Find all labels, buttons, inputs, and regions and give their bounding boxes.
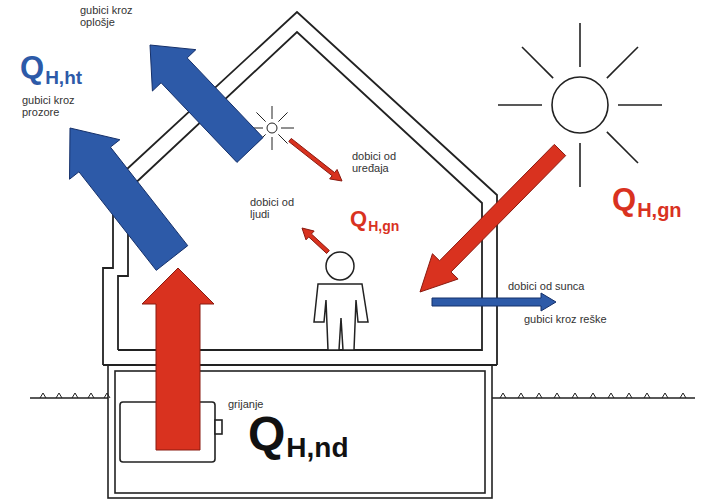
sun-ray [607,132,638,163]
sun-ray [278,112,287,121]
roof-loss-arrow [150,45,263,162]
sun-ray [281,128,294,129]
quantity-symbol: Q [350,208,367,230]
gain-label: dobici od uređaja [352,150,418,174]
solar-gain-arrow [420,144,566,292]
sun-ray [579,143,581,187]
quantity-subscript: H,gn [637,200,681,220]
ground-tuft [536,393,542,398]
sun-disc [267,123,277,133]
ground-texture [40,393,686,398]
ground-tuft [590,393,596,398]
gain-label: dobici od sunca [508,280,584,292]
quantity-symbol: Q [612,184,636,215]
loss-label: gubici kroz prozore [22,94,94,118]
ground-tuft [644,393,650,398]
ground-tuft [56,393,62,398]
ground-tuft [88,393,94,398]
loss-label: gubici kroz reške [524,313,607,325]
ground-tuft [662,393,668,398]
heating-arrow [142,268,214,450]
gain-label: dobici od ljudi [250,196,306,220]
crack-loss-arrow [432,293,556,311]
sun-ray [579,23,581,67]
ground-tuft [40,393,46,398]
loss-label: gubici kroz oplošje [80,4,152,28]
ground-tuft [626,393,632,398]
window-loss-arrow [70,128,188,270]
person-figure [314,252,368,350]
ground-tuft [554,393,560,398]
quantity-subscript: H,gn [368,219,399,233]
sun-disc [552,77,608,133]
sun-ray [272,106,273,119]
sun-ray [618,104,662,106]
ground-tuft [680,393,686,398]
sun-ray [256,112,265,121]
quantity-subscript: H,nd [286,434,348,462]
ground-tuft [518,393,524,398]
quantity-symbol: Q [20,52,44,83]
people-gain-arrow [302,228,329,253]
ground-tuft [104,393,110,398]
ground-tuft [572,393,578,398]
sun-ray [498,104,542,106]
sun-ray [522,47,553,78]
ground-tuft [608,393,614,398]
quantity-subscript: H,ht [45,68,82,87]
heating-label: grijanje [228,398,263,410]
sun-ray [607,47,638,78]
appliance-gain-arrow [289,138,342,181]
sun-ray [278,134,287,143]
ground-tuft [500,393,506,398]
quantity-symbol: Q [248,410,285,458]
ground-tuft [72,393,78,398]
heat-flow-arrows [70,45,566,450]
sun-ray [272,137,273,150]
sun-symbols [250,23,662,187]
